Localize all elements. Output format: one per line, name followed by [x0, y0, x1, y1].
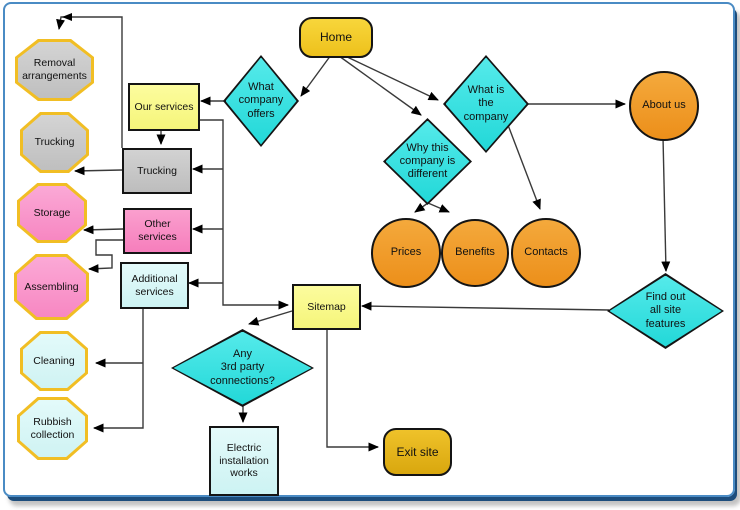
node-label: Sitemap	[307, 300, 346, 313]
node-label: Assembling	[24, 280, 79, 293]
node-label: Trucking	[137, 164, 177, 177]
node-label: Home	[319, 30, 352, 45]
node-about-us[interactable]: About us	[629, 71, 699, 141]
node-label: What company offers	[238, 81, 284, 120]
octagon-fill	[20, 186, 84, 240]
octagon-fill	[23, 115, 86, 170]
node-label: Cleaning	[33, 354, 75, 367]
node-storage[interactable]: Storage	[17, 183, 87, 243]
octagon-fill	[20, 400, 85, 457]
node-label: What is the company	[463, 84, 509, 123]
node-label: Our services	[134, 100, 194, 113]
node-other-services[interactable]: Other services	[123, 208, 192, 254]
node-trucking-box[interactable]: Trucking	[122, 148, 192, 194]
node-additional-services[interactable]: Additional services	[120, 262, 189, 309]
node-label: Rubbish collection	[30, 415, 75, 441]
node-prices[interactable]: Prices	[371, 218, 441, 288]
node-contacts[interactable]: Contacts	[511, 218, 581, 288]
node-label: Find out all site features	[645, 291, 686, 330]
node-trucking-octagon[interactable]: Trucking	[20, 112, 89, 173]
node-exit-site[interactable]: Exit site	[383, 428, 452, 476]
node-sitemap[interactable]: Sitemap	[292, 284, 361, 330]
octagon-fill	[23, 334, 85, 388]
node-label: Exit site	[396, 444, 439, 459]
node-cleaning[interactable]: Cleaning	[20, 331, 88, 391]
node-label: Why this company is different	[399, 141, 456, 181]
node-benefits[interactable]: Benefits	[441, 219, 509, 287]
node-rubbish-collection[interactable]: Rubbish collection	[17, 397, 88, 460]
node-label: Contacts	[524, 246, 568, 259]
diagram-frame	[3, 2, 735, 497]
octagon-fill	[18, 42, 91, 98]
node-assembling[interactable]: Assembling	[14, 254, 89, 320]
node-label: Additional services	[131, 272, 178, 298]
octagon-fill	[17, 257, 86, 317]
node-label: Any 3rd party connections?	[210, 348, 275, 387]
node-removal-arrangements[interactable]: Removal arrangements	[15, 39, 94, 101]
node-label: About us	[642, 99, 686, 112]
node-our-services[interactable]: Our services	[128, 83, 200, 131]
node-label: Storage	[33, 206, 71, 219]
node-label: Electric installation works	[219, 442, 269, 480]
node-home[interactable]: Home	[299, 17, 373, 58]
node-label: Trucking	[34, 136, 75, 149]
node-electric-installation-works[interactable]: Electric installation works	[209, 426, 279, 496]
node-label: Benefits	[455, 246, 495, 259]
node-label: Removal arrangements	[22, 57, 87, 82]
node-label: Other services	[138, 218, 177, 243]
node-label: Prices	[390, 246, 422, 259]
